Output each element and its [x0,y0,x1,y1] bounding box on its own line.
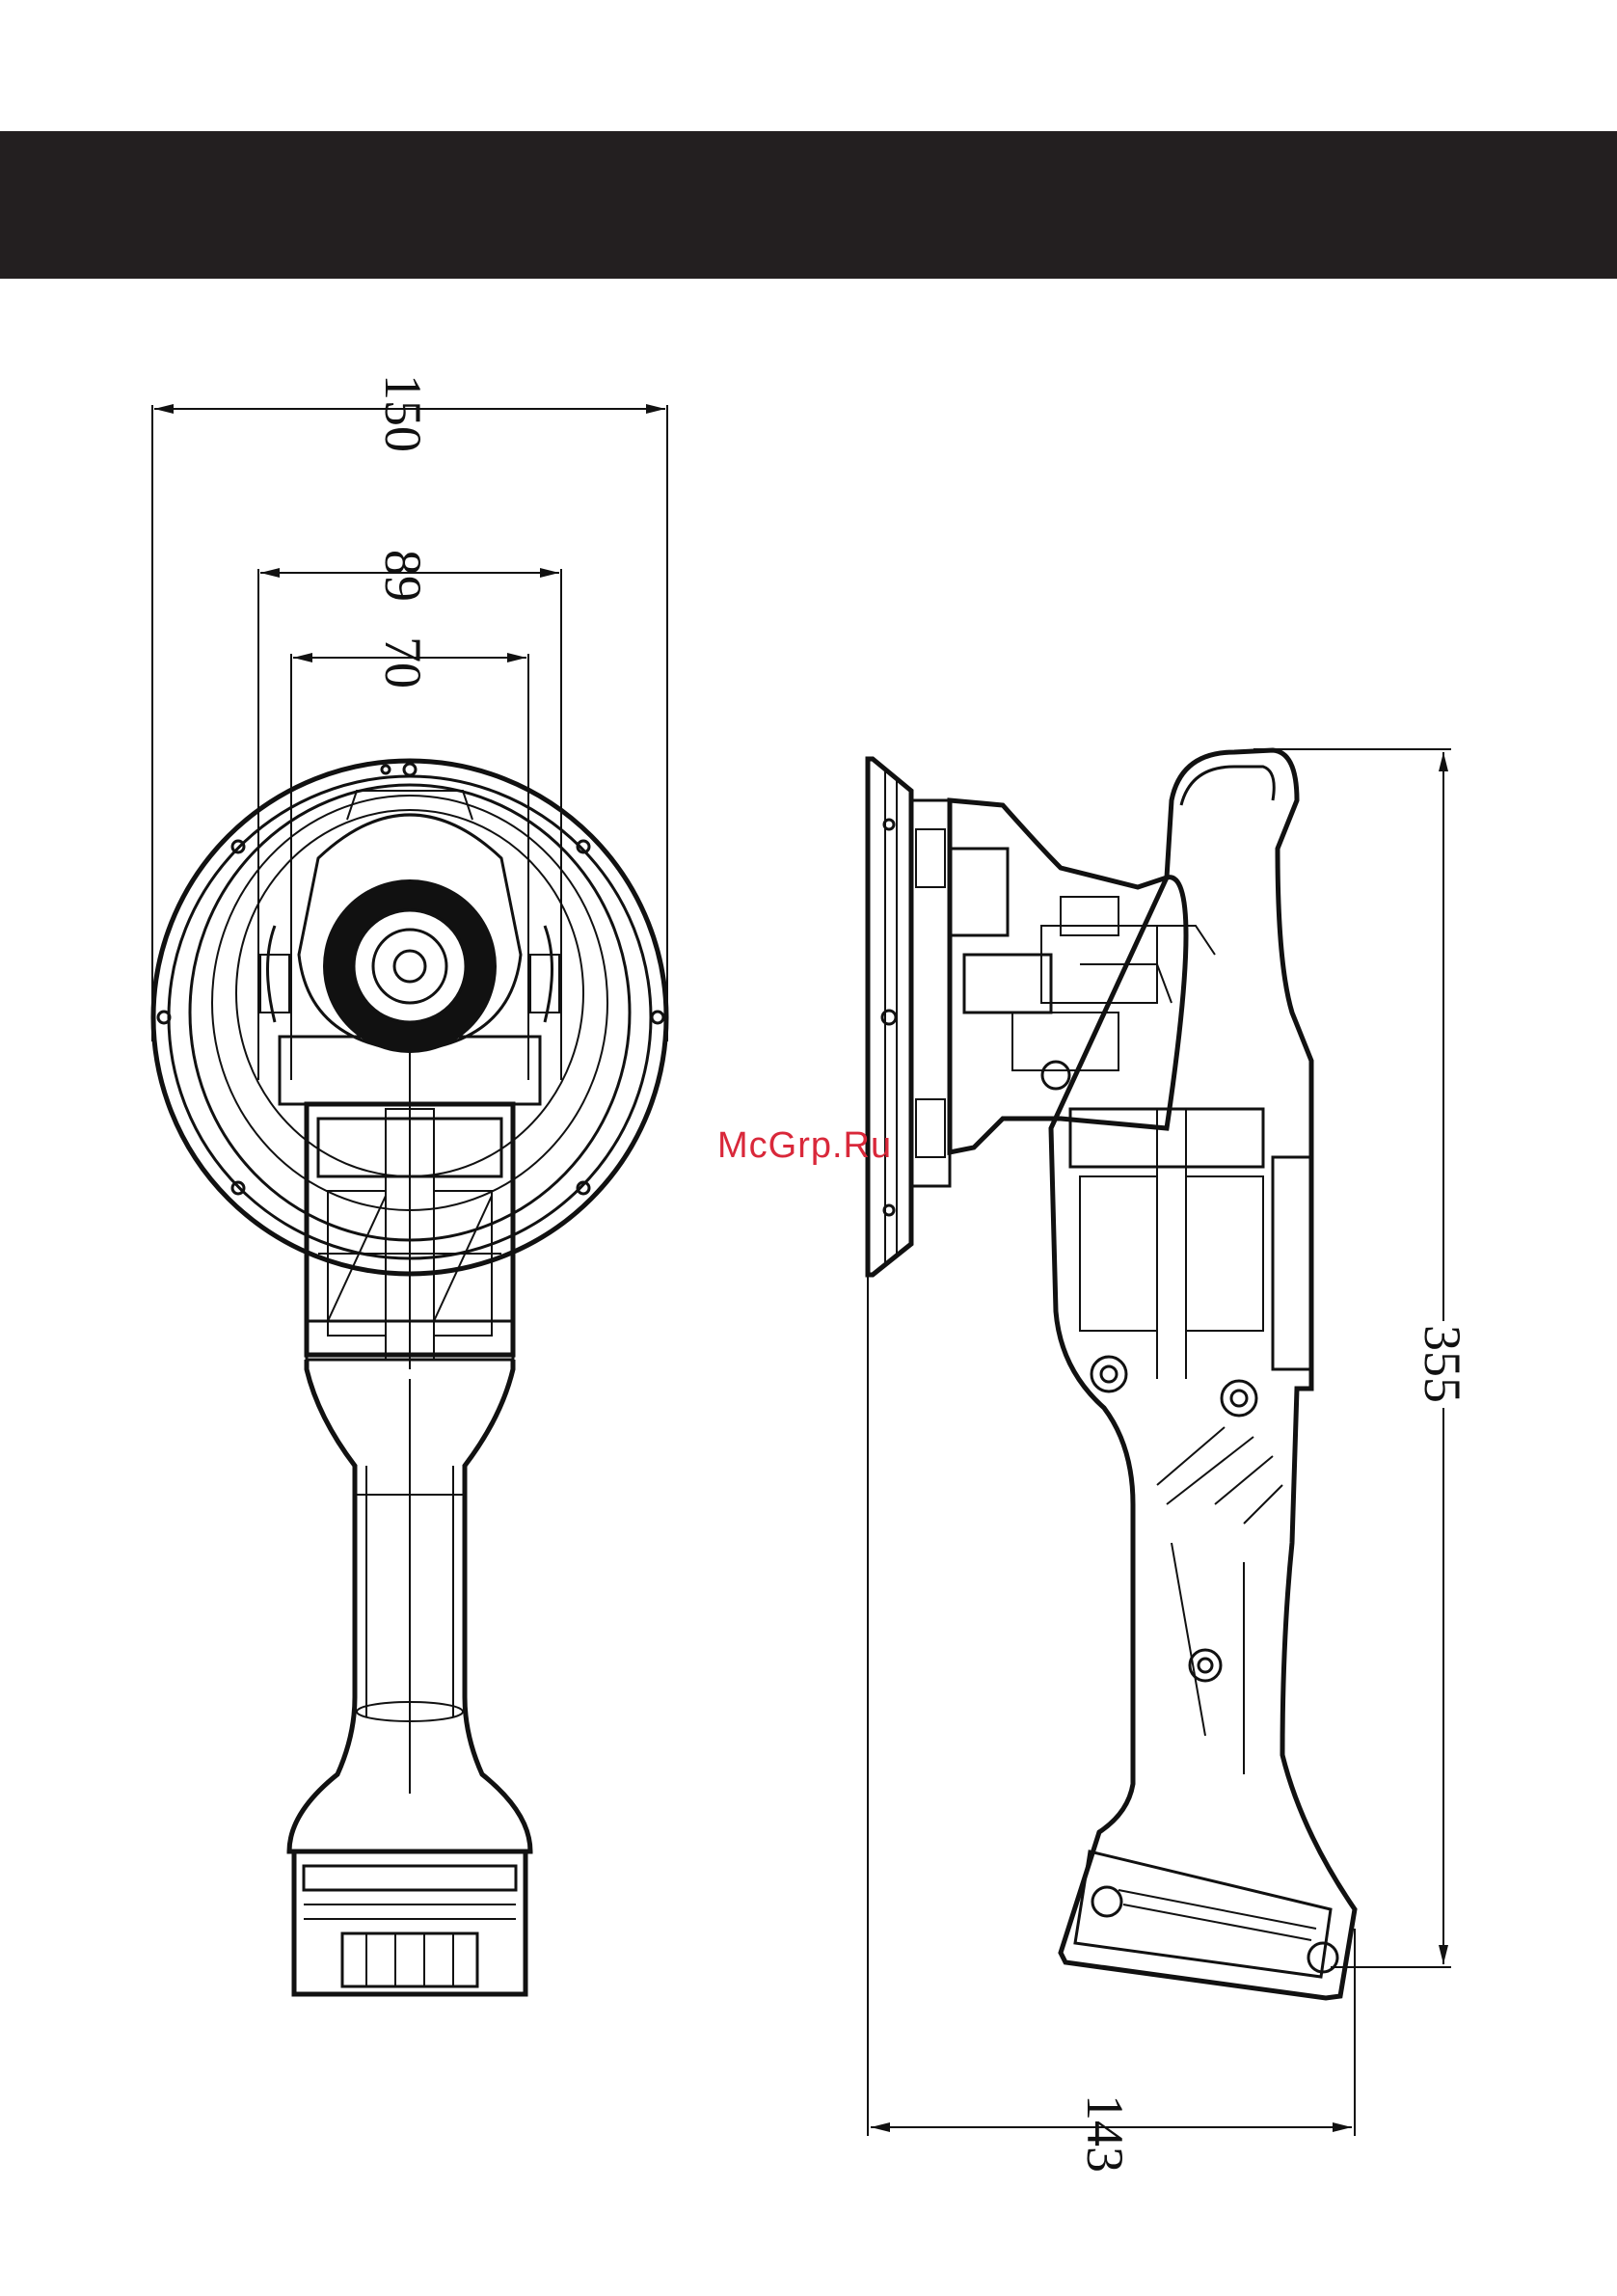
dimension-355: 355 [1253,749,1471,1967]
side-sanding-pad [868,759,950,1275]
handle [289,1360,530,1851]
dimension-70-label: 70 [374,636,432,689]
watermark-text: McGrp.Ru [717,1125,892,1167]
battery-pack [294,1851,526,1994]
dimension-143-label: 143 [1076,2094,1134,2173]
side-gear-head [950,800,1215,1152]
dimension-150-label: 150 [374,374,432,452]
dimension-355-label: 355 [1414,1325,1471,1403]
side-view: 355 143 [868,749,1471,2173]
dimension-89-label: 89 [374,550,432,602]
front-view: 150 89 70 [152,374,667,1994]
